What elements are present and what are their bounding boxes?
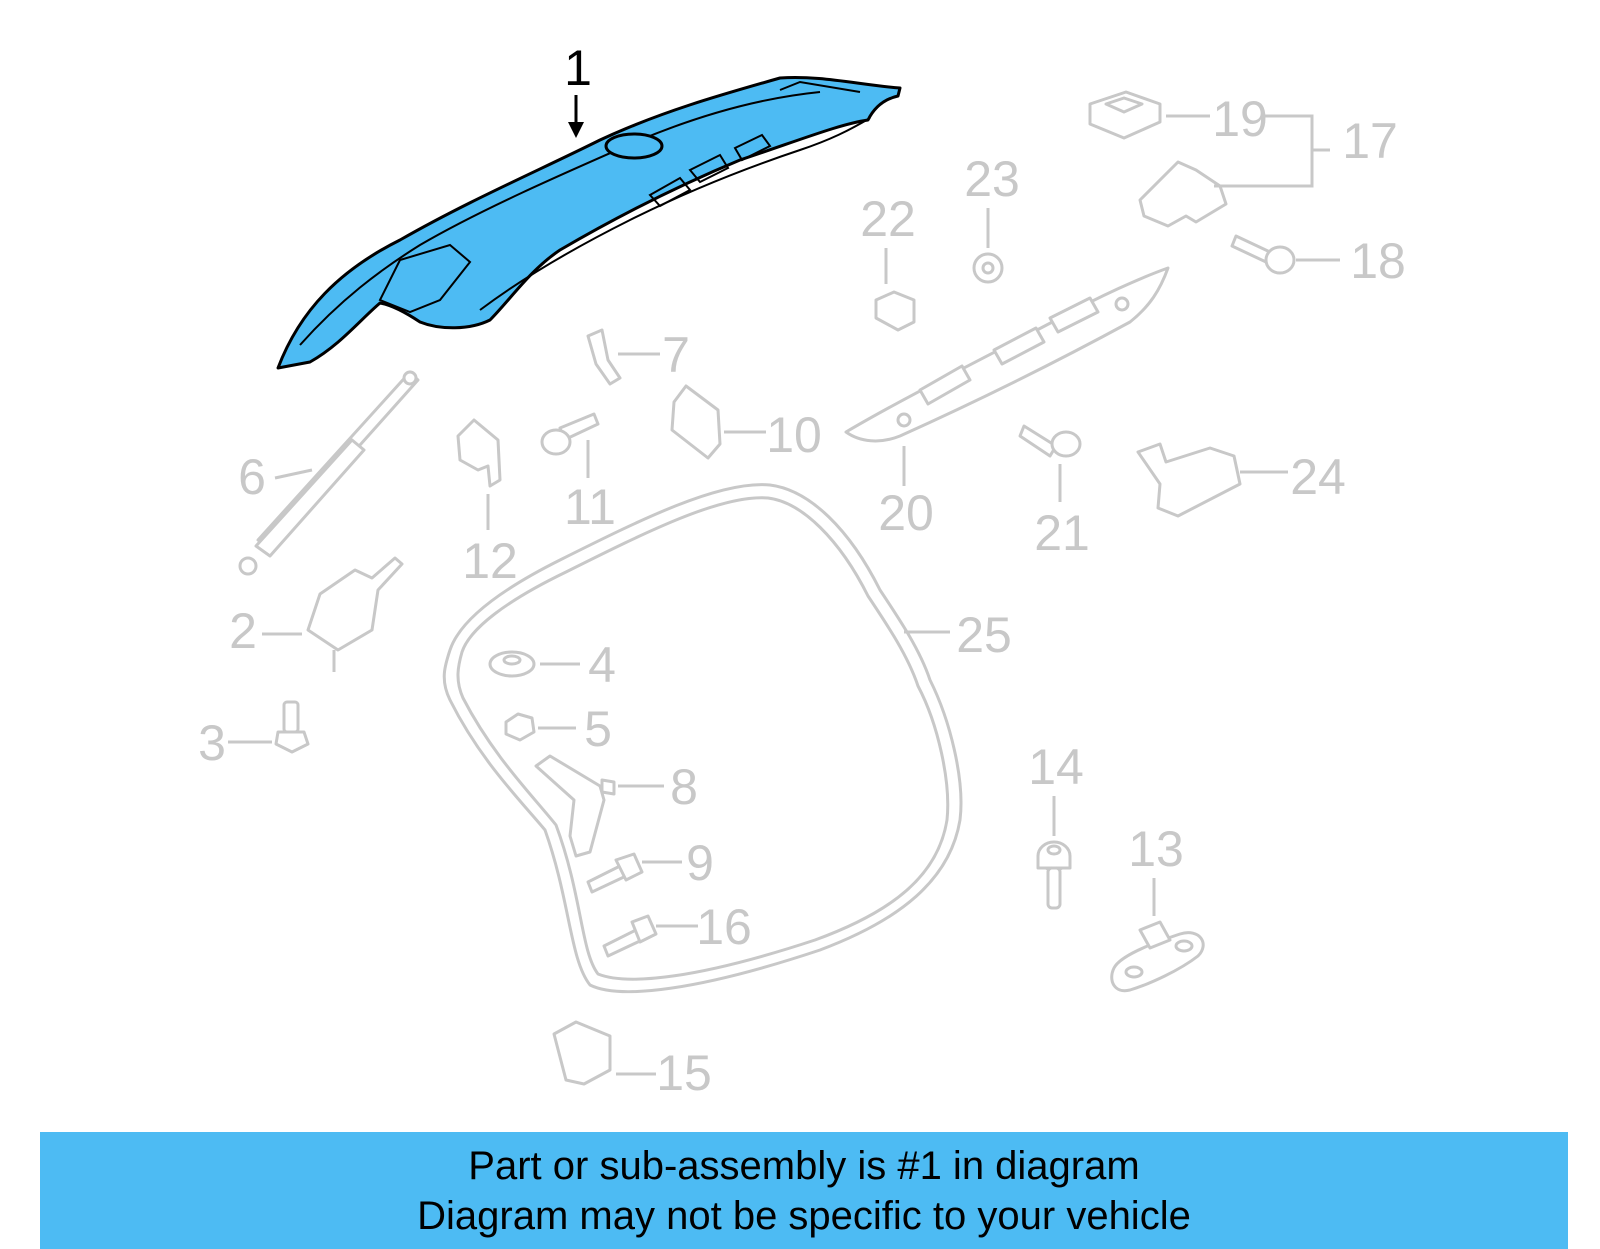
callout-22: 22: [860, 191, 916, 247]
part-23-nut[interactable]: [972, 252, 1004, 284]
info-banner: Part or sub-assembly is #1 in diagram Di…: [40, 1132, 1568, 1249]
part-11-bolt[interactable]: [540, 412, 600, 456]
callout-23: 23: [964, 151, 1020, 207]
part-13-striker[interactable]: [1110, 920, 1205, 993]
callout-12: 12: [462, 533, 518, 589]
banner-line-2: Diagram may not be specific to your vehi…: [417, 1193, 1191, 1238]
part-1-panel[interactable]: [276, 75, 902, 370]
callout-2: 2: [229, 603, 257, 659]
callout-1: 1: [564, 40, 592, 96]
part-5-nut[interactable]: [504, 712, 536, 742]
callout-18: 18: [1350, 233, 1406, 289]
callout-3: 3: [198, 715, 226, 771]
part-3-bolt[interactable]: [274, 700, 310, 754]
callout-7: 7: [662, 327, 690, 383]
callout-20: 20: [878, 485, 934, 541]
part-22-clip[interactable]: [874, 290, 916, 332]
part-21-bolt[interactable]: [1018, 424, 1082, 458]
part-24-actuator[interactable]: [1136, 442, 1242, 518]
callout-14: 14: [1028, 739, 1084, 795]
callout-8: 8: [670, 759, 698, 815]
part-20-molding[interactable]: [844, 266, 1170, 443]
part-14-stud[interactable]: [1036, 840, 1072, 910]
arrowhead-1: [568, 122, 584, 138]
callout-21: 21: [1034, 505, 1090, 561]
part-16-bolt[interactable]: [602, 914, 658, 958]
part-18-bolt[interactable]: [1230, 234, 1296, 275]
leader-6: [274, 468, 313, 480]
part-17-latch[interactable]: [1138, 160, 1228, 228]
callout-4: 4: [588, 637, 616, 693]
part-10-bracket[interactable]: [670, 384, 722, 460]
banner-line-1: Part or sub-assembly is #1 in diagram: [468, 1143, 1140, 1188]
callout-5: 5: [584, 701, 612, 757]
parts-diagram: 1 6 2 3 7 12 11 10: [198, 40, 1406, 1101]
callout-9: 9: [686, 835, 714, 891]
part-25-seal[interactable]: [442, 483, 963, 994]
callout-10: 10: [766, 407, 822, 463]
part-7-clip[interactable]: [586, 328, 622, 386]
part-12-bracket[interactable]: [456, 418, 502, 488]
callout-17: 17: [1342, 113, 1398, 169]
callout-19: 19: [1212, 91, 1268, 147]
part-6-strut[interactable]: [238, 370, 420, 576]
part-4-washer[interactable]: [488, 650, 536, 678]
part-19-switch[interactable]: [1088, 90, 1162, 140]
callout-15: 15: [656, 1045, 712, 1101]
callout-24: 24: [1290, 449, 1346, 505]
part-9-bolt[interactable]: [586, 852, 644, 894]
part-8-hinge[interactable]: [534, 754, 616, 858]
callout-6: 6: [238, 449, 266, 505]
callout-25: 25: [956, 607, 1012, 663]
callout-11: 11: [564, 479, 616, 535]
callout-16: 16: [696, 899, 752, 955]
part-2-bracket[interactable]: [306, 556, 404, 672]
part-15-pad[interactable]: [552, 1020, 612, 1086]
callout-13: 13: [1128, 821, 1184, 877]
